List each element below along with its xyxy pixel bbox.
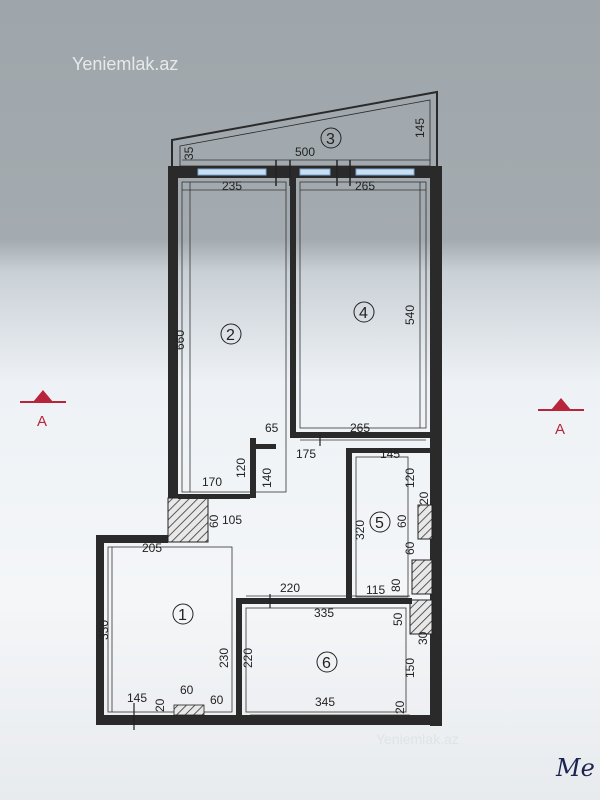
dim-bottom-345: 345 (315, 695, 335, 709)
dim-wall-120-a: 120 (234, 458, 248, 478)
room-marker-1: 1 (172, 603, 194, 625)
window-right (355, 168, 415, 176)
column-right-low (409, 599, 433, 635)
dim-room2-height: 660 (173, 330, 187, 350)
interior-walls (178, 178, 430, 718)
dim-wall-105: 105 (222, 513, 242, 527)
window-left (197, 168, 267, 176)
dim-room5-320: 320 (353, 520, 367, 540)
dim-wall-220-a: 220 (280, 581, 300, 595)
watermark-top: Yeniemlak.az (72, 54, 178, 74)
room-label-1: 1 (178, 607, 187, 624)
dim-wall-20-a: 20 (417, 491, 431, 505)
dim-wall-50: 50 (391, 612, 405, 626)
dim-bottom-145: 145 (127, 691, 147, 705)
dim-wall-115: 115 (366, 583, 385, 597)
dim-balcony-width: 500 (295, 145, 315, 159)
dim-wall-140: 140 (260, 468, 274, 488)
outer-walls (96, 166, 442, 726)
inner-outlines (107, 181, 427, 713)
dim-hall-230: 230 (217, 648, 231, 668)
dim-hall-205: 205 (142, 541, 162, 555)
room-label-2: 2 (226, 327, 235, 344)
bottom-door (173, 704, 205, 716)
section-marker-right: A (538, 398, 584, 438)
dim-room2-bottom: 170 (202, 475, 222, 489)
dim-bottom-20-b: 20 (393, 700, 407, 714)
dim-wall-30: 30 (416, 631, 430, 645)
dim-room4-bottom: 265 (350, 421, 370, 435)
dim-room6-150: 150 (403, 658, 417, 678)
window-mid (299, 168, 331, 176)
dim-bottom-20-a: 20 (153, 698, 167, 712)
dim-hall-330: 330 (97, 620, 111, 640)
dim-window-left: 235 (222, 179, 242, 193)
section-label-right: A (555, 421, 565, 438)
dim-wall-60-c: 60 (403, 541, 417, 555)
dim-corr-145: 145 (380, 447, 400, 461)
column-left (167, 497, 209, 543)
watermark-bottom: Yeniemlak.az (376, 731, 459, 747)
room-label-6: 6 (322, 655, 331, 672)
room-marker-4: 4 (353, 301, 375, 323)
section-marker-left: A (20, 390, 66, 430)
dim-bottom-60-a: 60 (180, 683, 194, 697)
dim-wall-120-b: 120 (403, 468, 417, 488)
room-label-4: 4 (359, 305, 368, 322)
dim-room4-height: 540 (403, 305, 417, 325)
dim-balcony-left: 35 (182, 146, 196, 160)
dim-bottom-60-b: 60 (210, 693, 224, 707)
room-marker-5: 5 (369, 511, 391, 533)
dim-wall-60-b: 60 (395, 514, 409, 528)
column-right-mid (411, 559, 433, 595)
dimension-lines (111, 159, 430, 716)
dim-room6-220: 220 (241, 648, 255, 668)
dim-wall-80: 80 (389, 578, 403, 592)
room-label-3: 3 (326, 131, 335, 148)
room-label-5: 5 (375, 515, 384, 532)
dim-door-65: 65 (265, 421, 279, 435)
room-marker-6: 6 (316, 651, 338, 673)
dim-corr-175: 175 (296, 447, 316, 461)
room-marker-2: 2 (220, 323, 242, 345)
dim-window-right: 265 (355, 179, 375, 193)
dim-wall-60-a: 60 (207, 514, 221, 528)
column-right-top (417, 504, 433, 540)
handwriting-text: Me (555, 754, 595, 782)
section-label-left: A (37, 413, 47, 430)
room-marker-3 (320, 127, 342, 149)
dim-wall-335: 335 (314, 606, 334, 620)
dim-balcony-right: 145 (413, 118, 427, 138)
